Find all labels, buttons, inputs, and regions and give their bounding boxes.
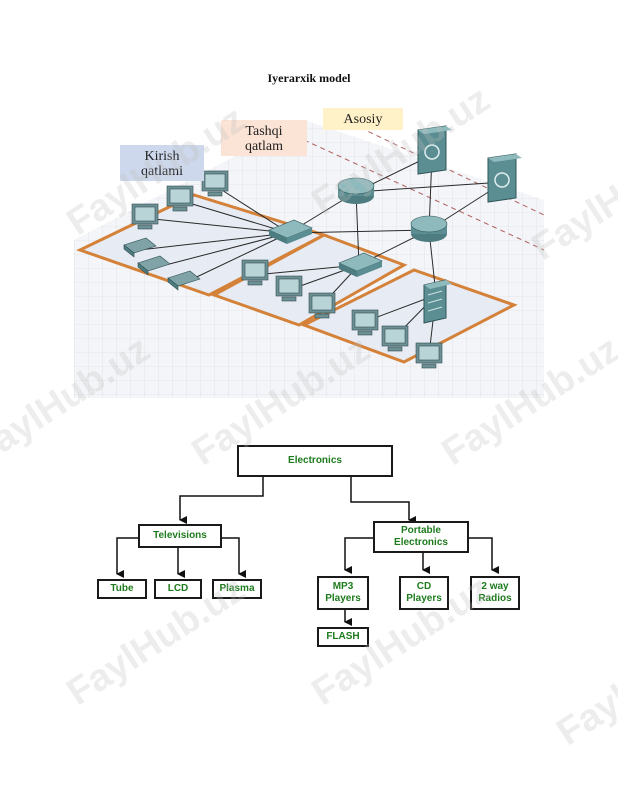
node-flash: FLASH — [317, 627, 369, 647]
ip-phone-2 — [137, 255, 171, 276]
pc-6 — [308, 292, 336, 319]
ip-phone-1 — [123, 237, 157, 258]
router-1 — [337, 177, 375, 204]
distribution-layer-label: Tashqi qatlam — [221, 120, 307, 156]
node-2-way-radios: 2 way Radios — [470, 576, 520, 610]
distribution-switch — [338, 252, 383, 277]
node-tube: Tube — [97, 579, 147, 599]
node-cd-players: CD Players — [399, 576, 449, 610]
tree-connectors — [116, 476, 499, 626]
access-switch — [268, 219, 313, 244]
pc-9 — [415, 342, 443, 369]
hierarchical-network-illustration — [74, 119, 544, 398]
pc-3 — [201, 170, 229, 197]
router-2 — [410, 215, 448, 242]
node-mp3-players: MP3 Players — [317, 576, 369, 610]
node-electronics: Electronics — [237, 445, 393, 477]
pc-5 — [275, 275, 303, 302]
electronics-hierarchy-tree: Electronics Televisions Portable Electro… — [95, 440, 525, 652]
node-portable-electronics: Portable Electronics — [373, 521, 469, 553]
node-plasma: Plasma — [212, 579, 262, 599]
node-televisions: Televisions — [138, 524, 222, 548]
pc-4 — [241, 259, 269, 286]
access-layer-label: Kirish qatlami — [120, 145, 204, 181]
core-layer-label: Asosiy — [323, 108, 403, 130]
server-layer-tray — [300, 268, 518, 364]
pc-2 — [166, 185, 194, 212]
server — [423, 279, 452, 324]
core-switch-1 — [417, 125, 452, 175]
node-lcd: LCD — [154, 579, 202, 599]
pc-1 — [131, 203, 159, 230]
pc-8 — [381, 325, 409, 352]
ip-phone-3 — [167, 270, 201, 291]
page-title: Iyerarxik model — [267, 71, 351, 85]
pc-7 — [351, 309, 379, 336]
core-switch-2 — [487, 153, 522, 203]
watermark: FaylHub.uz — [549, 608, 618, 754]
